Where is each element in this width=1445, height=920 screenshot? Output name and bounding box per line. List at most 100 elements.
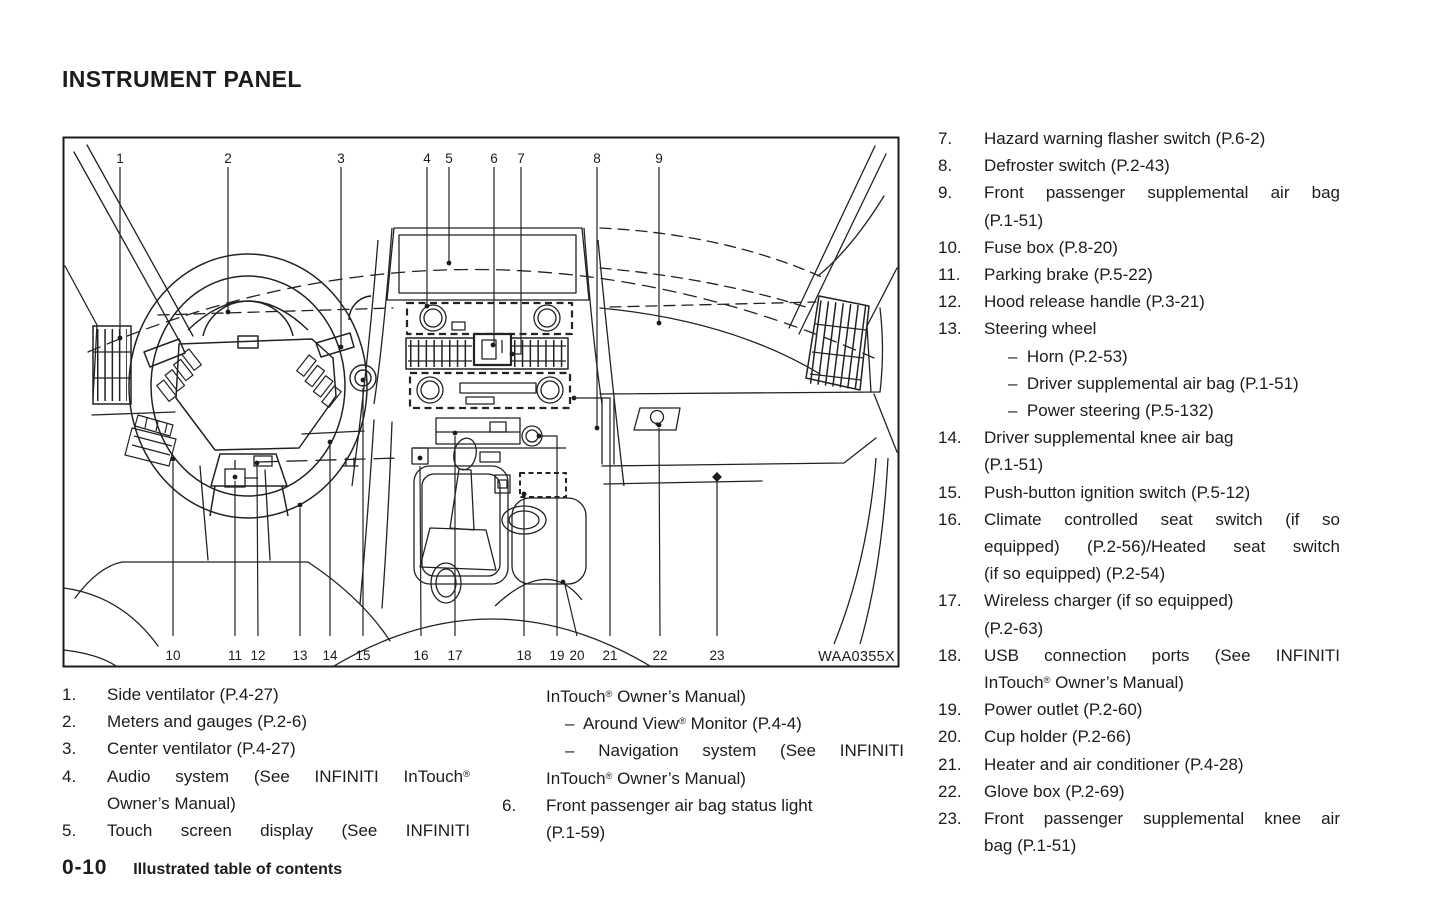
legend-text: Cup holder (P.2-66) <box>984 727 1132 747</box>
legend-subitem-power-steering: – Power steering (P.5-132) <box>938 397 1340 424</box>
legend-text: Power outlet (P.2-60) <box>984 700 1143 720</box>
legend-text: Wireless charger (if so equipped)(P.2-63… <box>984 591 1234 638</box>
legend-number: 22. <box>938 781 962 801</box>
legend-item-8: 8.Defroster switch (P.2-43) <box>938 152 1340 179</box>
callout-dots <box>117 260 722 585</box>
fuse-box-area <box>124 414 177 467</box>
legend-item-4: 4. Audio system (See INFINITI InTouch®Own… <box>62 763 470 817</box>
page-footer: 0-10 Illustrated table of contents <box>62 856 342 880</box>
figure-callout-6: 6 <box>490 151 498 166</box>
figure-callout-9: 9 <box>655 151 663 166</box>
legend-number: 19. <box>938 700 962 720</box>
figure-callout-15: 15 <box>355 648 370 663</box>
touch-screen <box>398 234 577 294</box>
figure-image-code: WAA0355X <box>818 649 895 665</box>
figure-callout-16: 16 <box>413 648 428 663</box>
legend-number: 12. <box>938 292 962 312</box>
legend-number: 16. <box>938 509 962 529</box>
legend-text: Audio system (See INFINITI InTouch®Owner… <box>107 766 470 813</box>
figure-callout-4: 4 <box>423 151 431 166</box>
figure-callout-19: 19 <box>549 648 564 663</box>
figure-callout-7: 7 <box>517 151 525 166</box>
legend-number: 5. <box>62 821 77 841</box>
glove-box-latch <box>633 407 681 431</box>
legend-number: 20. <box>938 727 962 747</box>
instrument-panel-diagram: 1 2 3 4 5 6 7 8 9 10 11 12 13 14 15 16 1… <box>62 136 900 668</box>
legend-number: 23. <box>938 809 962 829</box>
figure-callout-18: 18 <box>516 648 531 663</box>
legend-number: 3. <box>62 739 77 759</box>
legend-text: Side ventilator (P.4-27) <box>107 685 279 704</box>
legend-item-16: 16. Climate controlled seat switch (if so… <box>938 506 1340 588</box>
left-side-vent <box>92 325 132 405</box>
instrument-panel-figure: 1 2 3 4 5 6 7 8 9 10 11 12 13 14 15 16 1… <box>62 136 900 668</box>
usb-ports-box <box>519 472 567 498</box>
legend-text: – Around View® Monitor (P.4-4) <box>565 714 802 734</box>
legend-number: 10. <box>938 237 962 257</box>
legend-item-5: 5. Touch screen display (See INFINITI <box>62 817 470 844</box>
legend-number: 18. <box>938 645 962 665</box>
ignition-switch <box>349 364 377 392</box>
legend-item-6: 6.Front passenger air bag status light(P… <box>502 792 904 846</box>
figure-callout-3: 3 <box>337 151 345 166</box>
figure-frame <box>62 136 900 668</box>
legend-item-20: 20. Cup holder (P.2-66) <box>938 723 1340 750</box>
figure-callout-8: 8 <box>593 151 601 166</box>
legend-number: 9. <box>938 183 953 203</box>
legend-number: 17. <box>938 591 962 611</box>
legend-number: 6. <box>502 795 517 815</box>
page-number: 0-10 <box>62 856 108 879</box>
legend-item-19: 19. Power outlet (P.2-60) <box>938 696 1340 723</box>
legend-item-1: 1. Side ventilator (P.4-27) <box>62 681 470 708</box>
legend-text: Steering wheel <box>984 319 1097 339</box>
legend-item-14: 14.Driver supplemental knee air bag(P.1-… <box>938 424 1340 478</box>
legend-item-12: 12.Hood release handle (P.3-21) <box>938 288 1340 315</box>
section-title: Illustrated table of contents <box>133 861 343 878</box>
legend-text: Touch screen display (See INFINITI <box>107 821 470 841</box>
figure-callout-11: 11 <box>228 648 242 663</box>
console-and-shifter <box>413 437 587 607</box>
steering-wheel <box>128 253 372 519</box>
legend-item-10: 10.Fuse box (P.8-20) <box>938 234 1340 261</box>
legend-number: 1. <box>62 685 77 704</box>
legend-subitem-around-view: – Around View® Monitor (P.4-4) <box>502 710 904 737</box>
legend-number: 4. <box>62 766 77 786</box>
legend-item-21: 21.Heater and air conditioner (P.4-28) <box>938 751 1340 778</box>
legend-text: Heater and air conditioner (P.4-28) <box>984 754 1244 774</box>
lower-tray <box>435 417 521 445</box>
seat-switch <box>411 447 429 465</box>
legend-text: Driver supplemental knee air bag(P.1-51) <box>984 428 1234 475</box>
legend-item-17: 17. Wireless charger (if so equipped)(P.2… <box>938 587 1340 641</box>
legend-text: Parking brake (P.5-22) <box>984 265 1153 285</box>
passenger-side <box>633 295 889 645</box>
legend-text: InTouch® Owner’s Manual) <box>546 687 746 706</box>
audio-knob-row <box>405 301 574 336</box>
legend-item-23: 23.Front passenger supplemental knee air… <box>938 805 1340 859</box>
figure-callout-13: 13 <box>292 648 307 663</box>
legend-subitem-driver-airbag: – Driver supplemental air bag (P.1-51) <box>938 370 1340 397</box>
legend-left-column: 1.Side ventilator (P.4-27) 2.Meters and … <box>62 681 470 844</box>
legend-text: Center ventilator (P.4-27) <box>107 739 296 759</box>
legend-middle-column: InTouch® Owner’s Manual) – Around View® … <box>502 683 904 846</box>
right-side-vent <box>805 295 870 391</box>
legend-text: – Horn (P.2-53) <box>1008 346 1128 366</box>
legend-item-3: 3. Center ventilator (P.4-27) <box>62 735 470 762</box>
legend-item-11: 11.Parking brake (P.5-22) <box>938 261 1340 288</box>
legend-text: Glove box (P.2-69) <box>984 781 1125 801</box>
figure-callout-20: 20 <box>569 648 584 663</box>
figure-callout-14: 14 <box>322 648 338 663</box>
legend-number: 15. <box>938 482 962 502</box>
legend-number: 2. <box>62 712 77 732</box>
legend-item-7: 7.Hazard warning flasher switch (P.6-2) <box>938 125 1340 152</box>
legend-right-column: 7.Hazard warning flasher switch (P.6-2) … <box>938 125 1340 859</box>
legend-text: Front passenger supplemental air bag(P.1… <box>984 183 1340 230</box>
legend-item-15: 15.Push-button ignition switch (P.5-12) <box>938 479 1340 506</box>
page-title: INSTRUMENT PANEL <box>62 66 302 92</box>
cabin-outline <box>63 144 898 667</box>
figure-callout-22: 22 <box>652 648 667 663</box>
